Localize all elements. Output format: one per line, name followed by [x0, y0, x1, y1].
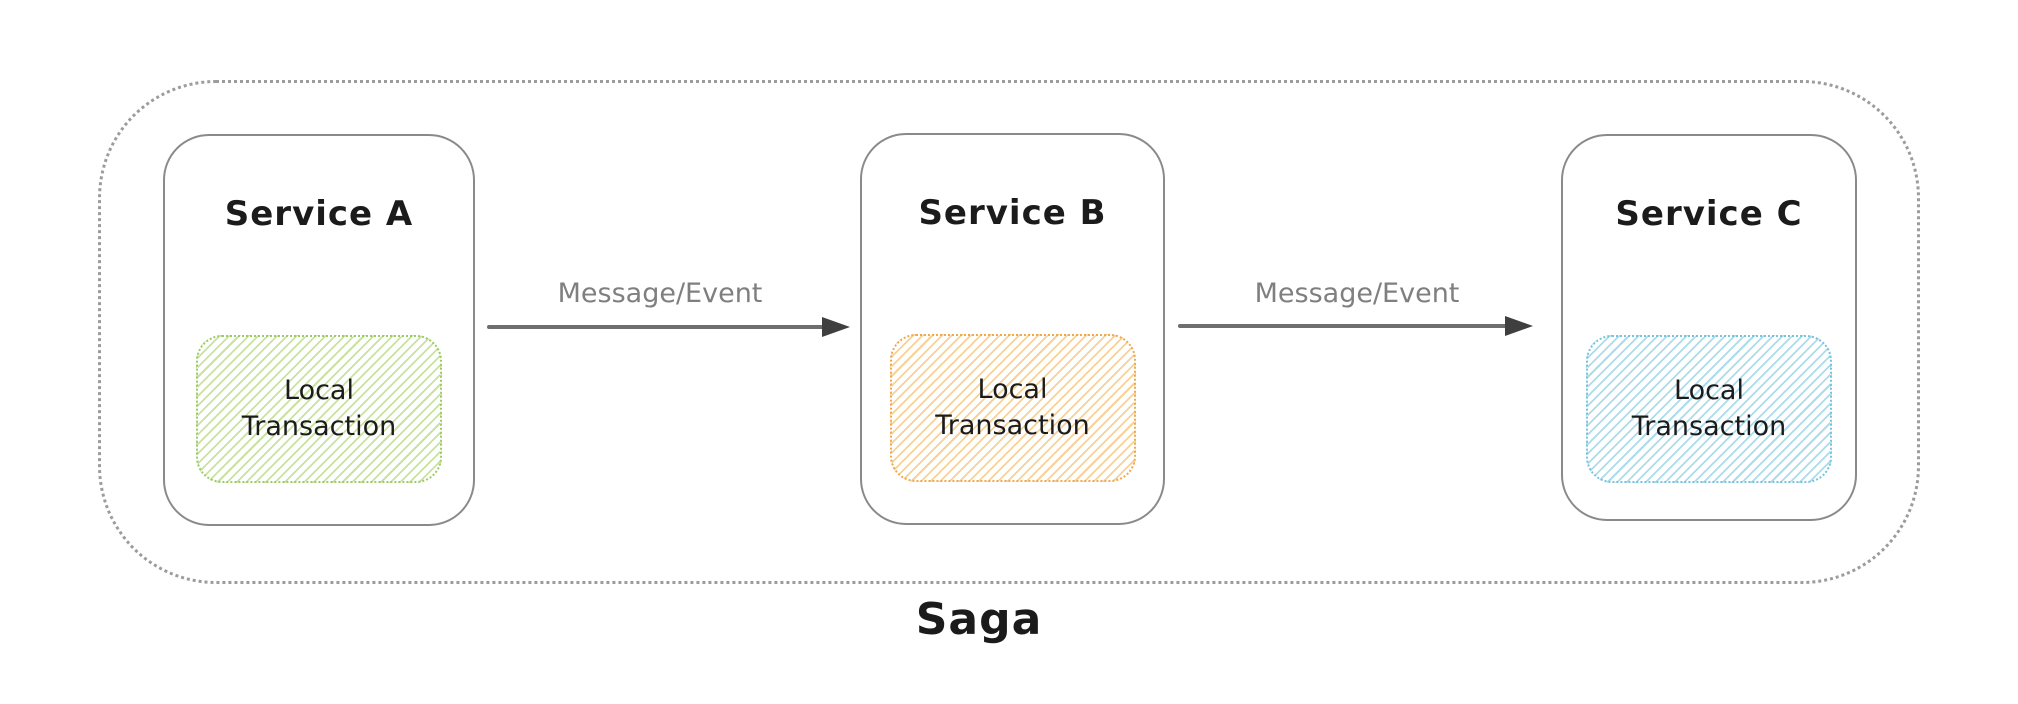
local-transaction-label: Local Transaction: [935, 374, 1090, 441]
arrow-b-to-c-label: Message/Event: [1254, 278, 1460, 309]
service-b-box: Service B Local Transaction: [860, 133, 1165, 525]
service-a-label: Service A: [224, 194, 414, 234]
service-a-box: Service A Local Transaction: [163, 134, 475, 526]
arrow-head-icon: [822, 317, 850, 337]
arrow-line: [487, 325, 825, 329]
arrow-line: [1178, 324, 1508, 328]
service-c-box: Service C Local Transaction: [1561, 134, 1857, 521]
service-c-label: Service C: [1615, 194, 1803, 234]
service-c-local-transaction-box: Local Transaction: [1586, 335, 1832, 483]
service-a-local-transaction-box: Local Transaction: [196, 335, 442, 483]
service-b-label: Service B: [918, 193, 1107, 233]
arrow-head-icon: [1505, 316, 1533, 336]
arrow-a-to-b-label: Message/Event: [557, 278, 763, 309]
local-transaction-label: Local Transaction: [1631, 375, 1787, 442]
saga-title: Saga: [915, 594, 1043, 645]
local-transaction-label: Local Transaction: [241, 375, 397, 442]
saga-boundary-box: [98, 80, 1920, 584]
service-b-local-transaction-box: Local Transaction: [889, 334, 1136, 482]
